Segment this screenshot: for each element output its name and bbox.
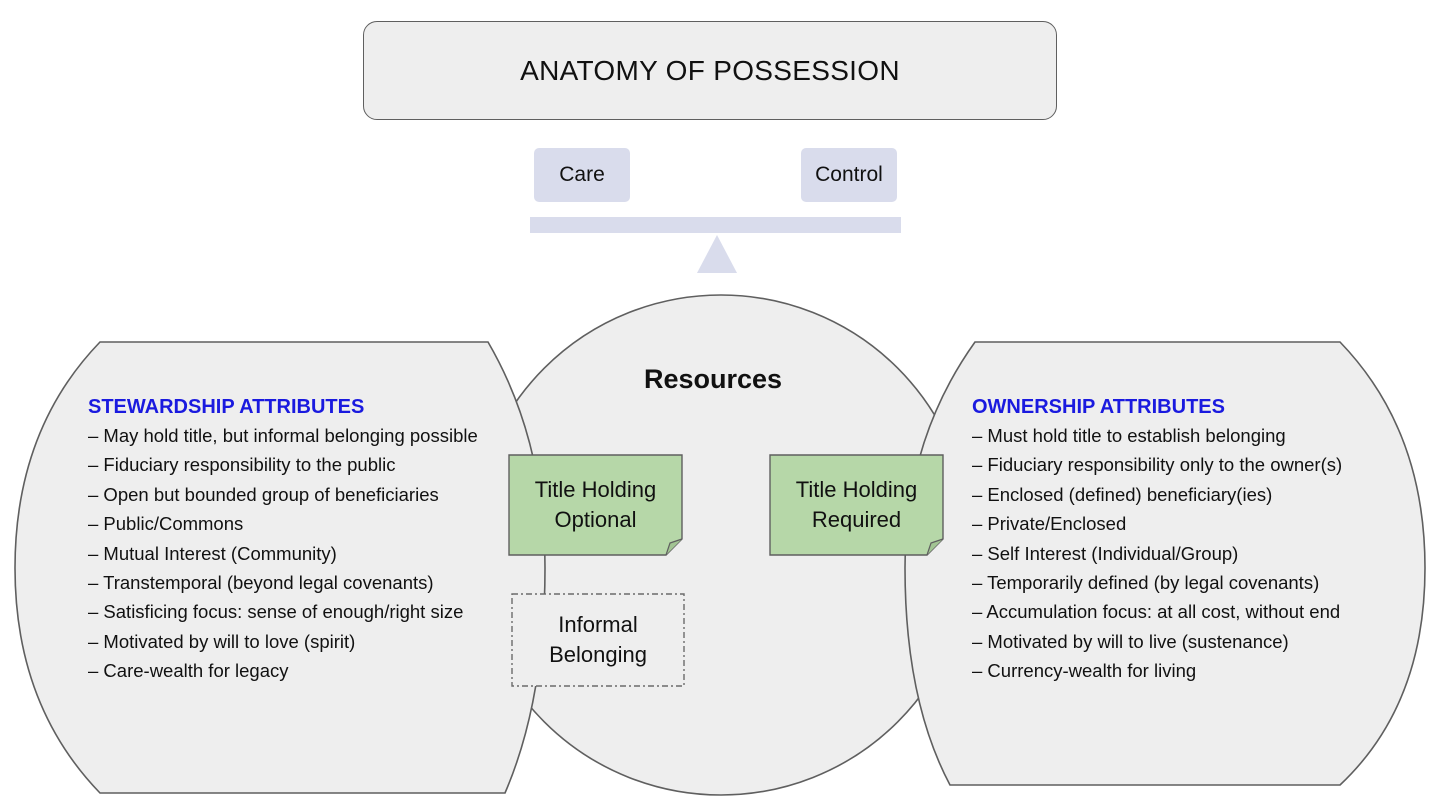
ownership-item: – Must hold title to establish belonging: [972, 425, 1286, 446]
stewardship-item: – Fiduciary responsibility to the public: [88, 454, 396, 476]
note-line: Title Holding: [534, 477, 657, 502]
stewardship-item: – Mutual Interest (Community): [88, 542, 337, 564]
ownership-item: – Fiduciary responsibility only to the o…: [972, 454, 1343, 476]
ownership-item: – Currency-wealth for living: [972, 660, 1197, 682]
title-holding-required-note: Title Holding Required: [770, 455, 943, 555]
title-holding-optional-note: Title Holding Optional: [509, 455, 682, 555]
note-line: Title Holding: [795, 477, 918, 502]
note-line: Informal: [558, 612, 638, 637]
stewardship-item: – Transtemporal (beyond legal covenants): [88, 572, 434, 594]
stewardship-list: – May hold title, but informal belonging…: [88, 421, 478, 686]
scale-fulcrum: [697, 235, 737, 273]
resources-heading: Resources: [643, 364, 783, 394]
stewardship-item: – Open but bounded group of beneficiarie…: [88, 483, 439, 505]
diagram-title: ANATOMY OF POSSESSION: [363, 21, 1057, 120]
ownership-item: – Accumulation focus: at all cost, witho…: [972, 601, 1341, 623]
note-line: Optional: [554, 507, 637, 532]
informal-box: [511, 593, 685, 687]
ownership-list: – Must hold title to establish belonging…: [972, 421, 1342, 686]
stewardship-attributes: STEWARDSHIP ATTRIBUTES – May hold title,…: [88, 393, 478, 686]
ownership-heading: OWNERSHIP ATTRIBUTES: [972, 396, 1225, 418]
care-label: Care: [534, 148, 630, 202]
stewardship-item: – May hold title, but informal belonging…: [88, 425, 478, 446]
stewardship-item: – Care-wealth for legacy: [88, 660, 289, 682]
stewardship-item: – Motivated by will to love (spirit): [88, 630, 356, 652]
ownership-item: – Temporarily defined (by legal covenant…: [972, 572, 1320, 594]
ownership-item: – Self Interest (Individual/Group): [972, 542, 1239, 564]
note-line: Required: [811, 507, 902, 532]
stewardship-item: – Satisficing focus: sense of enough/rig…: [88, 601, 464, 623]
ownership-item: – Motivated by will to live (sustenance): [972, 630, 1289, 652]
stewardship-item: – Public/Commons: [88, 513, 244, 535]
control-label: Control: [801, 148, 897, 202]
stewardship-heading: STEWARDSHIP ATTRIBUTES: [88, 396, 365, 418]
ownership-item: – Enclosed (defined) beneficiary(ies): [972, 483, 1273, 505]
informal-belonging-label: Informal Belonging: [512, 594, 684, 686]
scale-beam: [530, 217, 901, 233]
ownership-attributes: OWNERSHIP ATTRIBUTES – Must hold title t…: [972, 393, 1342, 686]
note-line: Belonging: [549, 642, 647, 667]
ownership-item: – Private/Enclosed: [972, 513, 1127, 535]
